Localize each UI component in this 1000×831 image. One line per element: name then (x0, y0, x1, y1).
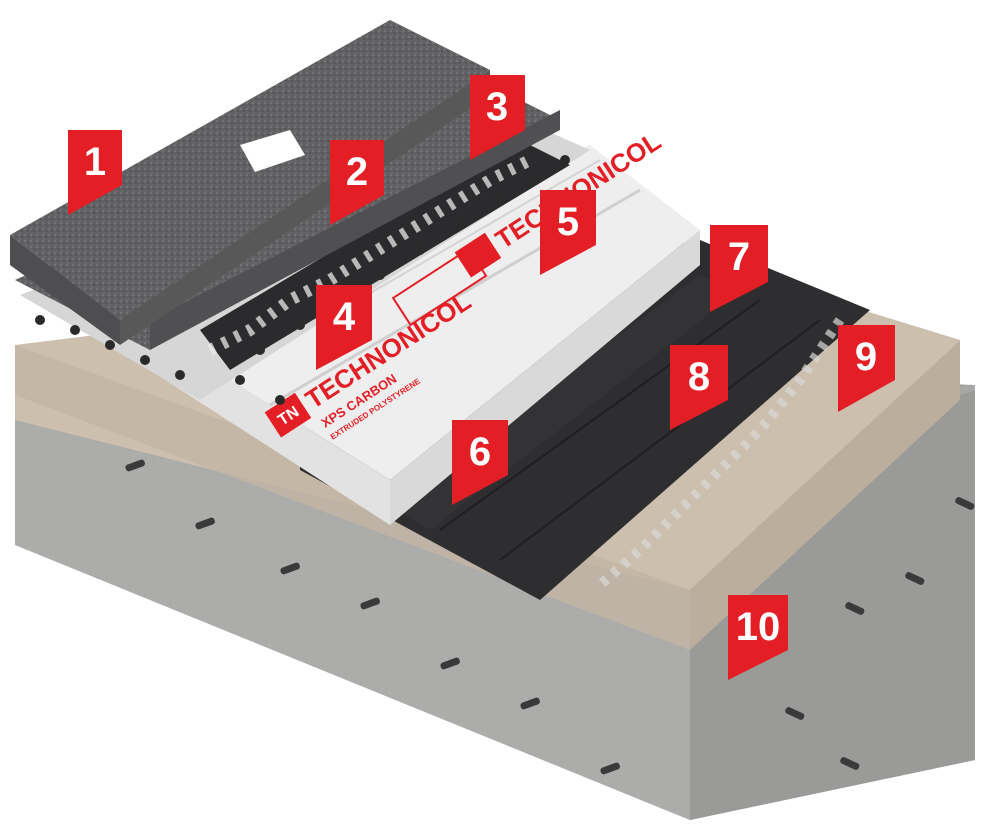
badge-8: 8 (670, 345, 728, 430)
badge-4-number: 4 (333, 295, 356, 339)
badge-4: 4 (316, 285, 372, 370)
badge-9: 9 (838, 325, 895, 412)
badge-7: 7 (710, 225, 768, 312)
badge-2-number: 2 (346, 150, 368, 194)
badge-8-number: 8 (688, 355, 710, 399)
layer-badges: 1 2 3 4 5 6 7 8 (68, 75, 895, 680)
badge-5: 5 (540, 190, 596, 275)
badge-1: 1 (68, 130, 122, 215)
badge-3: 3 (470, 75, 525, 160)
badge-3-number: 3 (486, 85, 508, 129)
badge-6-number: 6 (469, 430, 491, 474)
badge-2: 2 (330, 140, 384, 225)
badge-5-number: 5 (557, 200, 579, 244)
badge-1-number: 1 (84, 140, 106, 184)
badge-7-number: 7 (728, 235, 750, 279)
top-paver-slab (10, 20, 490, 345)
badge-6: 6 (452, 420, 508, 505)
brand-logo-mark (264, 392, 312, 438)
paver-label-patch (240, 130, 305, 172)
badge-10-number: 10 (736, 605, 781, 649)
badge-10: 10 (728, 595, 788, 680)
badge-9-number: 9 (855, 335, 877, 379)
